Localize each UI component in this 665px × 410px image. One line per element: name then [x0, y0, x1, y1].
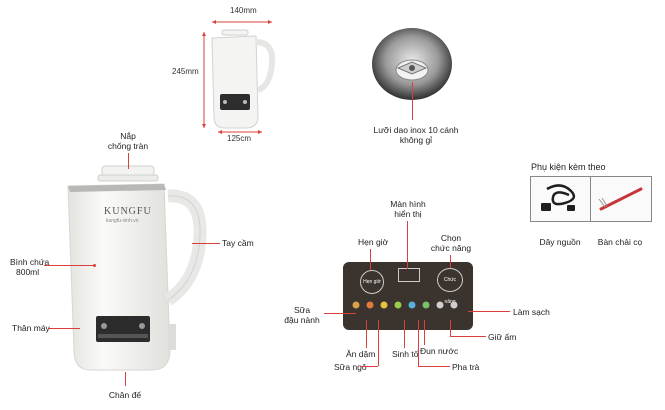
small-kettle-figure	[198, 6, 298, 146]
timer-label: Hẹn giờ	[358, 237, 389, 247]
lid-callout-line	[128, 153, 129, 169]
base-callout-line	[125, 372, 126, 386]
soy-label-line1: Sữa	[293, 305, 311, 315]
blade-illustration	[372, 28, 452, 100]
lid-label-line1: Nắp	[120, 131, 136, 141]
porridge-callout-line	[366, 320, 367, 348]
handle-label: Tay cầm	[222, 238, 254, 248]
width-dimension: 140mm	[230, 6, 257, 15]
handle-callout-line	[192, 243, 220, 244]
base-dimension: 125cm	[227, 134, 252, 143]
blade-label-line1: Lưỡi dao inox 10 cánh	[373, 125, 459, 135]
accessories-title: Phụ kiện kèm theo	[531, 162, 606, 172]
function-icons-row	[348, 298, 468, 310]
cleaning-brush-icon	[598, 187, 643, 211]
select-label-line2: chức năng	[430, 243, 472, 253]
screen-label-line1: Màn hình	[390, 199, 426, 209]
jug-label-line2: 800ml	[16, 267, 40, 277]
body-callout-line	[48, 328, 80, 329]
soy-label-line2: đậu nành	[284, 315, 320, 325]
power-cable-icon	[541, 184, 576, 211]
tea-callout-vertical	[418, 320, 419, 366]
select-label-line1: Chọn	[440, 233, 462, 243]
select-callout-line	[450, 255, 451, 268]
height-dimension: 245mm	[172, 67, 199, 76]
boil-callout-line	[424, 320, 425, 345]
smoothie-callout-line	[404, 320, 405, 348]
soy-callout-line	[324, 313, 356, 314]
porridge-label: Ăn dặm	[346, 349, 376, 359]
timer-button: Hẹn giờ	[360, 270, 384, 294]
jug-callout-line	[44, 265, 94, 266]
keep-warm-callout-line	[450, 320, 451, 336]
keep-warm-label: Giữ ấm	[488, 332, 517, 342]
corn-callout-vertical	[378, 320, 379, 366]
screen-label-line2: hiển thị	[394, 209, 422, 219]
brand-sub: kungfu-vinh.vn	[106, 218, 139, 224]
blade-image	[368, 26, 456, 104]
tea-label: Pha trà	[452, 362, 480, 372]
main-kettle-illustration	[67, 165, 207, 371]
jug-callout-dot	[93, 264, 96, 267]
timer-callout-line	[370, 249, 371, 270]
jug-label-line1: Bình chứa	[10, 257, 50, 267]
clean-label: Làm sạch	[513, 307, 550, 317]
cable-label: Dây nguồn	[539, 237, 581, 247]
blade-callout-line	[412, 82, 413, 120]
small-kettle-illustration	[202, 20, 276, 134]
tea-callout-line	[418, 366, 450, 367]
brand-logo: KUNGFU	[104, 206, 152, 217]
function-icons	[352, 301, 458, 309]
clean-callout-line	[468, 311, 510, 312]
keep-warm-callout-horizontal	[450, 336, 486, 337]
brush-box	[590, 176, 652, 222]
smoothie-label: Sinh tố	[392, 349, 419, 359]
corn-label: Sữa ngô	[334, 362, 367, 372]
main-kettle	[64, 160, 214, 388]
cable-box	[530, 176, 592, 222]
base-label: Chân đế	[108, 390, 142, 400]
lid-label-line2: chống tràn	[107, 141, 149, 151]
corn-callout-line	[360, 366, 378, 367]
brush-label: Bàn chải cọ	[597, 237, 643, 247]
select-button: Chức năng	[437, 268, 463, 305]
boil-label: Đun nước	[420, 346, 459, 356]
blade-label-line2: không gỉ	[399, 135, 433, 145]
display-screen	[398, 268, 420, 282]
body-label: Thân máy	[12, 323, 50, 333]
screen-callout-line	[407, 221, 408, 269]
